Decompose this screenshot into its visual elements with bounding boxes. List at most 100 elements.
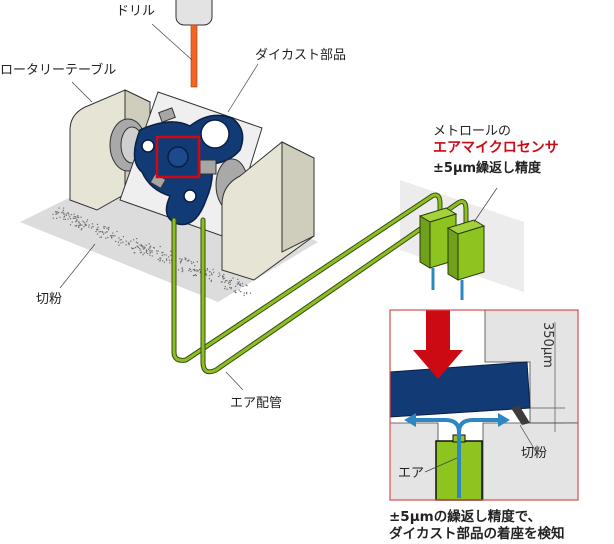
chip-particle (98, 231, 100, 233)
chip-particle (127, 242, 129, 244)
chip-particle (170, 259, 172, 262)
chip-particle (205, 274, 208, 276)
chip-particle (243, 294, 245, 297)
chip-particle (91, 223, 93, 225)
chip-particle (194, 270, 196, 272)
chip-particle (226, 288, 228, 290)
chip-particle (149, 249, 151, 251)
chip-particle (218, 272, 220, 274)
chip-particle (241, 282, 244, 284)
chip-particle (96, 229, 98, 231)
press-arrow (413, 310, 463, 379)
chip-particle (63, 218, 65, 220)
chip-particle (228, 282, 230, 284)
label-die-cast-part: ダイカスト部品 (255, 48, 347, 63)
chip-particle (70, 218, 72, 220)
chip-particle (229, 287, 231, 289)
chip-particle (136, 238, 138, 240)
chip-particle (144, 247, 146, 249)
drill-chuck (175, 0, 213, 26)
chip-particle (194, 265, 196, 267)
chip-particle (180, 262, 182, 264)
chip-particle (157, 250, 159, 252)
chip-particle (133, 247, 135, 249)
chip-particle (194, 274, 196, 276)
chip-particle (246, 285, 248, 287)
chip-particle (139, 244, 141, 246)
chip-particle (205, 272, 207, 274)
chip-particle (55, 213, 57, 215)
chip-particle (104, 232, 106, 234)
chip-particle (181, 268, 183, 270)
chip-particle (224, 281, 226, 283)
chip-particle (140, 244, 142, 246)
clamp (199, 159, 217, 175)
chip-particle (90, 227, 92, 229)
chip-particle (147, 248, 150, 250)
chip-particle (223, 273, 225, 276)
chip-particle (180, 259, 183, 261)
chip-particle (166, 259, 168, 261)
label-sensor-name: エアマイクロセンサ (433, 140, 559, 156)
air-pipes (171, 192, 469, 375)
chip-particle (100, 236, 102, 238)
chip-particle (211, 274, 213, 276)
chip-particle (116, 230, 118, 233)
chip-particle (88, 224, 90, 226)
chip-particle (151, 251, 153, 253)
chip-particle (139, 252, 142, 254)
chip-particle (114, 235, 116, 237)
chip-particle (224, 288, 226, 290)
die-cast-part (133, 114, 244, 226)
chip-particle (196, 261, 198, 263)
chip-particle (99, 236, 101, 238)
chip-particle (179, 258, 181, 260)
chip-particle (149, 246, 151, 248)
chip-particle (142, 248, 144, 250)
chip-particle (206, 268, 208, 270)
chip-particle (78, 222, 80, 224)
chip-particle (223, 277, 225, 279)
chip-particle (86, 219, 89, 221)
chip-particle (107, 236, 109, 239)
chip-particle (149, 251, 151, 253)
chip-particle (224, 286, 226, 288)
chip-particle (107, 227, 109, 229)
chip-particle (75, 217, 77, 219)
chip-particle (163, 261, 166, 263)
chip-particle (210, 279, 212, 281)
chip-particle (137, 242, 139, 244)
chip-particle (212, 268, 214, 270)
chip-particle (76, 219, 78, 221)
chip-particle (106, 231, 108, 233)
chip-particle (162, 260, 164, 262)
chip-particle (136, 245, 138, 247)
chip-particle (218, 275, 220, 278)
chip-particle (161, 252, 163, 254)
chip-particle (181, 258, 183, 260)
chip-particle (153, 246, 155, 249)
chip-particle (222, 275, 224, 277)
caption-line-2: ダイカスト部品の着座を検知 (389, 526, 565, 542)
chip-particle (131, 248, 133, 250)
chip-particle (235, 285, 237, 287)
chip-particle (63, 216, 65, 218)
chip-particle (160, 257, 162, 259)
chip-particle (246, 291, 248, 294)
chip-particle (194, 274, 196, 276)
chip-particle (77, 217, 80, 219)
chip-particle (143, 252, 145, 254)
chip-particle (140, 245, 142, 247)
chip-particle (56, 217, 58, 219)
air-micro-sensor (446, 219, 486, 300)
chip-particle (190, 270, 192, 272)
label-chips: 切粉 (36, 292, 63, 307)
chip-particle (141, 245, 143, 247)
chip-particle (149, 247, 151, 249)
chip-particle (112, 235, 114, 237)
chip-particle (199, 272, 201, 274)
chip-particle (109, 235, 112, 237)
chip-particle (83, 221, 85, 223)
chip-particle (77, 215, 79, 217)
chip-particle (69, 224, 72, 226)
